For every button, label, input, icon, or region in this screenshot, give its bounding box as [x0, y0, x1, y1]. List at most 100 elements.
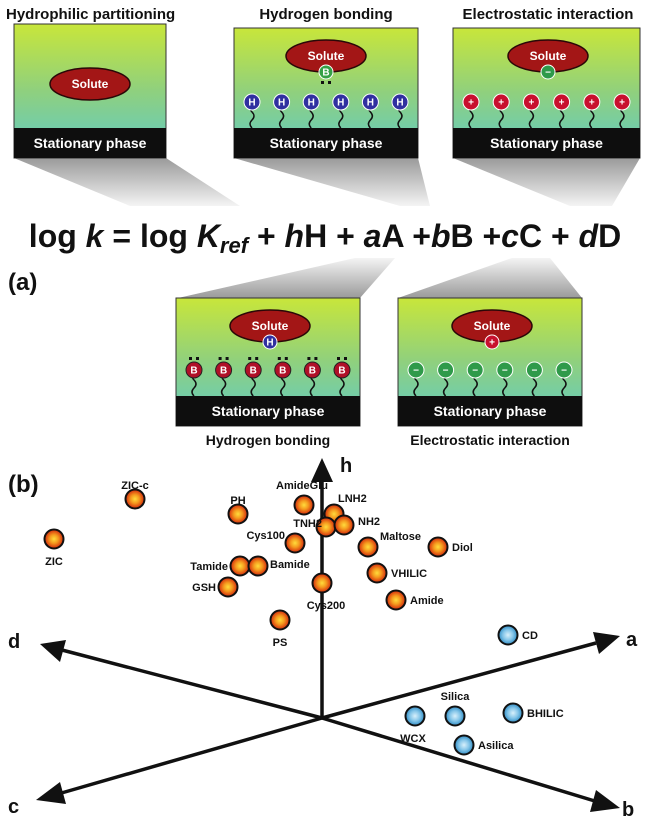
axis-a-arrowhead	[593, 632, 620, 654]
ligand-hb_donor	[243, 93, 261, 111]
ligand-hb_donor	[302, 93, 320, 111]
solute-functional-group	[540, 64, 556, 80]
stationary-phase-bar	[14, 128, 166, 158]
lone-pair-dot	[255, 357, 259, 360]
ligand-anion	[496, 361, 514, 379]
ligand-hb_acceptor	[185, 361, 203, 379]
retention-equation: log k = log Kref + hH + aA +bB +cC + dD	[29, 218, 621, 258]
ligand-symbol: +	[589, 98, 595, 109]
axis-c	[57, 716, 323, 796]
ligand-symbol: +	[559, 98, 565, 109]
lone-pair-dot	[225, 357, 229, 360]
ligand-symbol: +	[498, 98, 504, 109]
solute-group-symbol: +	[489, 338, 495, 349]
point-zic-c	[124, 488, 146, 510]
lone-pair-dot	[248, 357, 252, 360]
ligand-symbol: +	[468, 98, 474, 109]
point-label-maltose: Maltose	[380, 531, 421, 543]
ligand-symbol: B	[279, 366, 286, 377]
point-vhilic	[366, 562, 388, 584]
ligand-symbol: H	[396, 98, 403, 109]
axis-label-b: b	[622, 799, 634, 821]
ligand-anion	[437, 361, 455, 379]
ligand-anion	[407, 361, 425, 379]
ligand-symbol: −	[531, 366, 537, 377]
point-bhilic	[502, 702, 524, 724]
solute-group-symbol: B	[322, 68, 329, 79]
ligand-symbol: −	[502, 366, 508, 377]
axis-d	[61, 648, 323, 720]
point-zic	[43, 528, 65, 550]
ligand-cation	[613, 93, 631, 111]
stationary-phase-label: Stationary phase	[34, 135, 147, 151]
point-label-zic: ZIC	[45, 556, 63, 568]
lone-pair-dot	[337, 357, 340, 360]
ligand-symbol: B	[338, 366, 345, 377]
ligand-hb_acceptor	[215, 361, 233, 379]
point-amide	[385, 589, 407, 611]
lone-pair-dot	[284, 357, 288, 360]
solute-label: Solute	[252, 319, 289, 333]
axis-b	[321, 716, 599, 804]
point-label-ps: PS	[273, 637, 288, 649]
point-label-silica: Silica	[441, 691, 471, 703]
axes	[36, 458, 620, 812]
point-asilica	[453, 734, 475, 756]
ligand-hb_acceptor	[244, 361, 262, 379]
axis-label-h: h	[340, 455, 352, 477]
point-silica	[444, 705, 466, 727]
point-label-tnh2: TNH2	[293, 518, 322, 530]
ligand-hb_donor	[332, 93, 350, 111]
ligand-symbol: H	[278, 98, 285, 109]
ligand-anion	[525, 361, 543, 379]
ligand-anion	[555, 361, 573, 379]
solute-label: Solute	[530, 49, 567, 63]
point-label-tamide: Tamide	[190, 561, 228, 573]
point-label-cys200: Cys200	[307, 600, 346, 612]
axis-d-arrowhead	[40, 640, 66, 662]
ligand-symbol: H	[367, 98, 374, 109]
funnel-bottom-1	[178, 258, 395, 298]
solute-functional-group	[484, 334, 500, 350]
lone-pair-dot	[321, 81, 324, 84]
point-label-cd: CD	[522, 630, 538, 642]
ligand-symbol: B	[190, 366, 197, 377]
stationary-phase-label: Stationary phase	[212, 403, 325, 419]
point-label-zic-c: ZIC-c	[121, 480, 149, 492]
lone-pair-dot	[307, 357, 311, 360]
point-label-amide: Amide	[410, 595, 444, 607]
lone-pair-dot	[328, 81, 331, 84]
point-label-bhilic: BHILIC	[527, 708, 564, 720]
point-bamide	[247, 555, 269, 577]
point-gsh	[217, 576, 239, 598]
ligand-symbol: −	[472, 366, 478, 377]
axis-c-arrowhead	[36, 782, 66, 804]
point-label-diol: Diol	[452, 542, 473, 554]
lone-pair-dot	[314, 357, 318, 360]
stationary-phase-bar	[398, 396, 582, 426]
ligand-symbol: +	[528, 98, 534, 109]
ligand-hb_donor	[391, 93, 409, 111]
ligand-symbol: B	[250, 366, 257, 377]
point-cys100	[284, 532, 306, 554]
ligand-hb_acceptor	[303, 361, 321, 379]
ligand-symbol: B	[220, 366, 227, 377]
funnel-top-2	[234, 158, 430, 206]
solute-functional-group	[318, 64, 334, 80]
ligand-cation	[583, 93, 601, 111]
point-label-gsh: GSH	[192, 582, 216, 594]
lone-pair-dot	[189, 357, 192, 360]
point-label-asilica: Asilica	[478, 740, 514, 752]
point-tamide	[229, 555, 251, 577]
funnel-top-1	[14, 158, 240, 206]
axis-label-c: c	[8, 796, 19, 818]
solute-functional-group	[262, 334, 278, 350]
ligand-hb_acceptor	[333, 361, 351, 379]
ligand-cation	[553, 93, 571, 111]
lone-pair-dot	[196, 357, 199, 360]
point-label-amideglu: AmideGlu	[276, 480, 328, 492]
